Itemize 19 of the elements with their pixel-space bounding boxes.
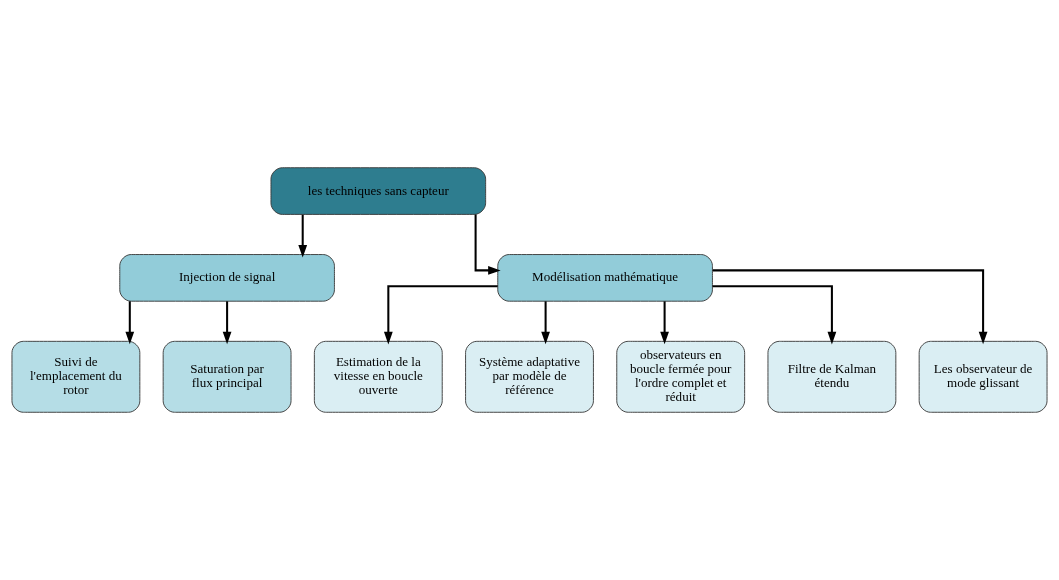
arrow [712,269,988,345]
node-box: Suivi de l'emplacement du rotor [11,340,141,413]
node-box: Système adaptative par modèle de référence [465,340,594,413]
arrow [660,301,669,345]
arrow [474,214,501,275]
node-box: Estimation de la vitesse en boucle ouverte [313,340,443,413]
node-box: Les observateur de mode glissant [918,340,1048,413]
node-box: observateurs en boucle fermée pour l'ordre complet et réduit [616,340,746,413]
node-box: les techniques sans capteur [270,167,487,215]
node-box: Modélisation mathématique [497,254,713,302]
arrow [712,285,837,345]
arrow [125,301,135,345]
arrow [541,301,550,345]
node-box: Injection de signal [119,254,335,302]
arrow [383,285,498,345]
node-box: Saturation par flux principal [162,340,292,413]
arrow [222,301,232,345]
arrow [298,214,308,258]
node-box: Filtre de Kalman étendu [767,340,897,413]
